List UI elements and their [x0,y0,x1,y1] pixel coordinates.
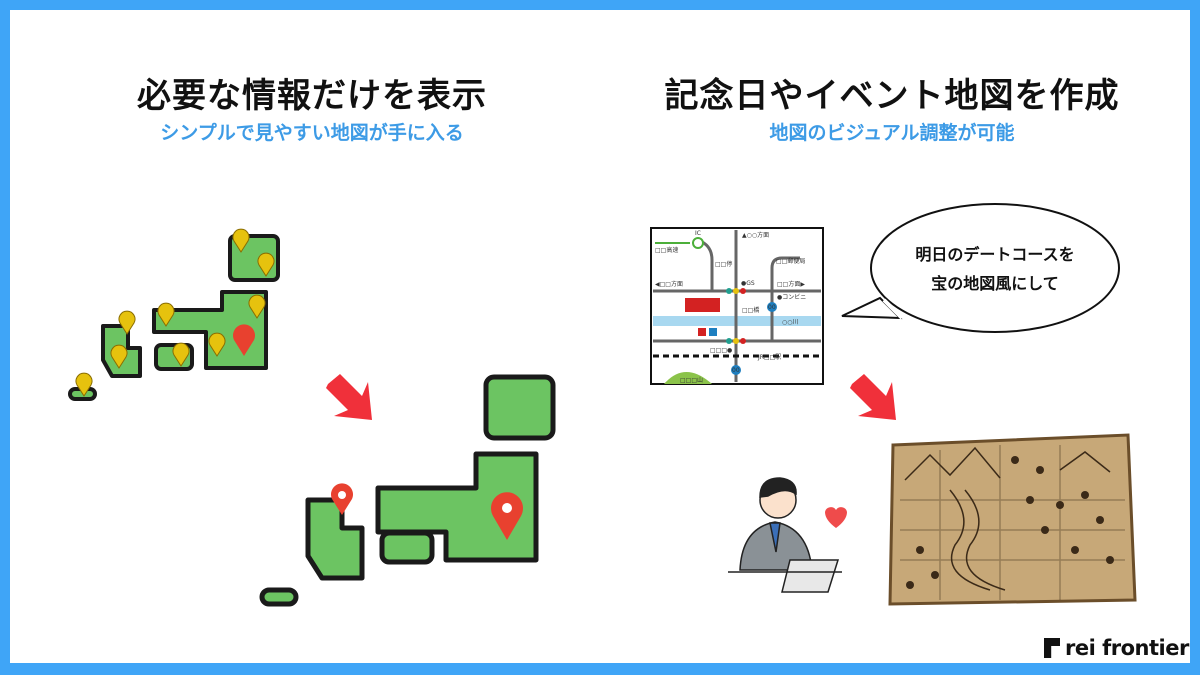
speech-bubble [841,203,1120,333]
map-label: □□郵便局 [776,257,805,265]
simple-japan-map [68,234,280,401]
map-label: 00 [768,304,776,311]
map-label: □□□山 [680,376,703,384]
logo-text: rei frontier [1065,636,1189,660]
map-label: □□方面▶ [777,280,805,288]
logo-mark-icon [1044,638,1060,658]
road-map: IC □□高速 ▲○○方面 □□停 □□郵便局 ◀□□方面 ●GS □□方面▶ … [650,227,824,385]
right-title: 記念日やイベント地図を作成 [664,76,1120,116]
map-label: ●コンビニ [777,293,806,301]
treasure-map [888,433,1137,606]
map-label: ◀□□方面 [655,280,683,288]
map-label: □□□● [710,347,732,354]
honshu [152,290,268,370]
bubble-line: 宝の地図風にして [931,274,1059,293]
arrow-icon [326,374,896,420]
map-label: JR□□駅 [757,354,781,361]
map-label: 00 [732,367,740,374]
left-title: 必要な情報だけを表示 [137,76,487,116]
detail-japan-map [259,374,556,607]
map-label: IC [695,230,701,237]
bubble-line: 明日のデートコースを [915,245,1075,264]
logo: rei frontier [1044,636,1189,660]
map-label: □□高速 [655,246,678,254]
map-pins-large [331,483,523,540]
left-subtitle: シンプルで見やすい地図が手に入る [160,122,464,144]
right-subtitle: 地図のビジュアル調整が可能 [769,122,1015,144]
map-label: □□停 [715,260,732,268]
speech-bubble-text: 明日のデートコースを 宝の地図風にして [880,240,1110,298]
map-label: ▲○○方面 [742,231,769,239]
map-label: ●GS [741,280,755,287]
map-label: □□橋 [742,306,759,314]
map-label: ○○川 [782,319,798,326]
person-with-laptop [728,477,847,593]
map-pins-small [75,228,275,397]
